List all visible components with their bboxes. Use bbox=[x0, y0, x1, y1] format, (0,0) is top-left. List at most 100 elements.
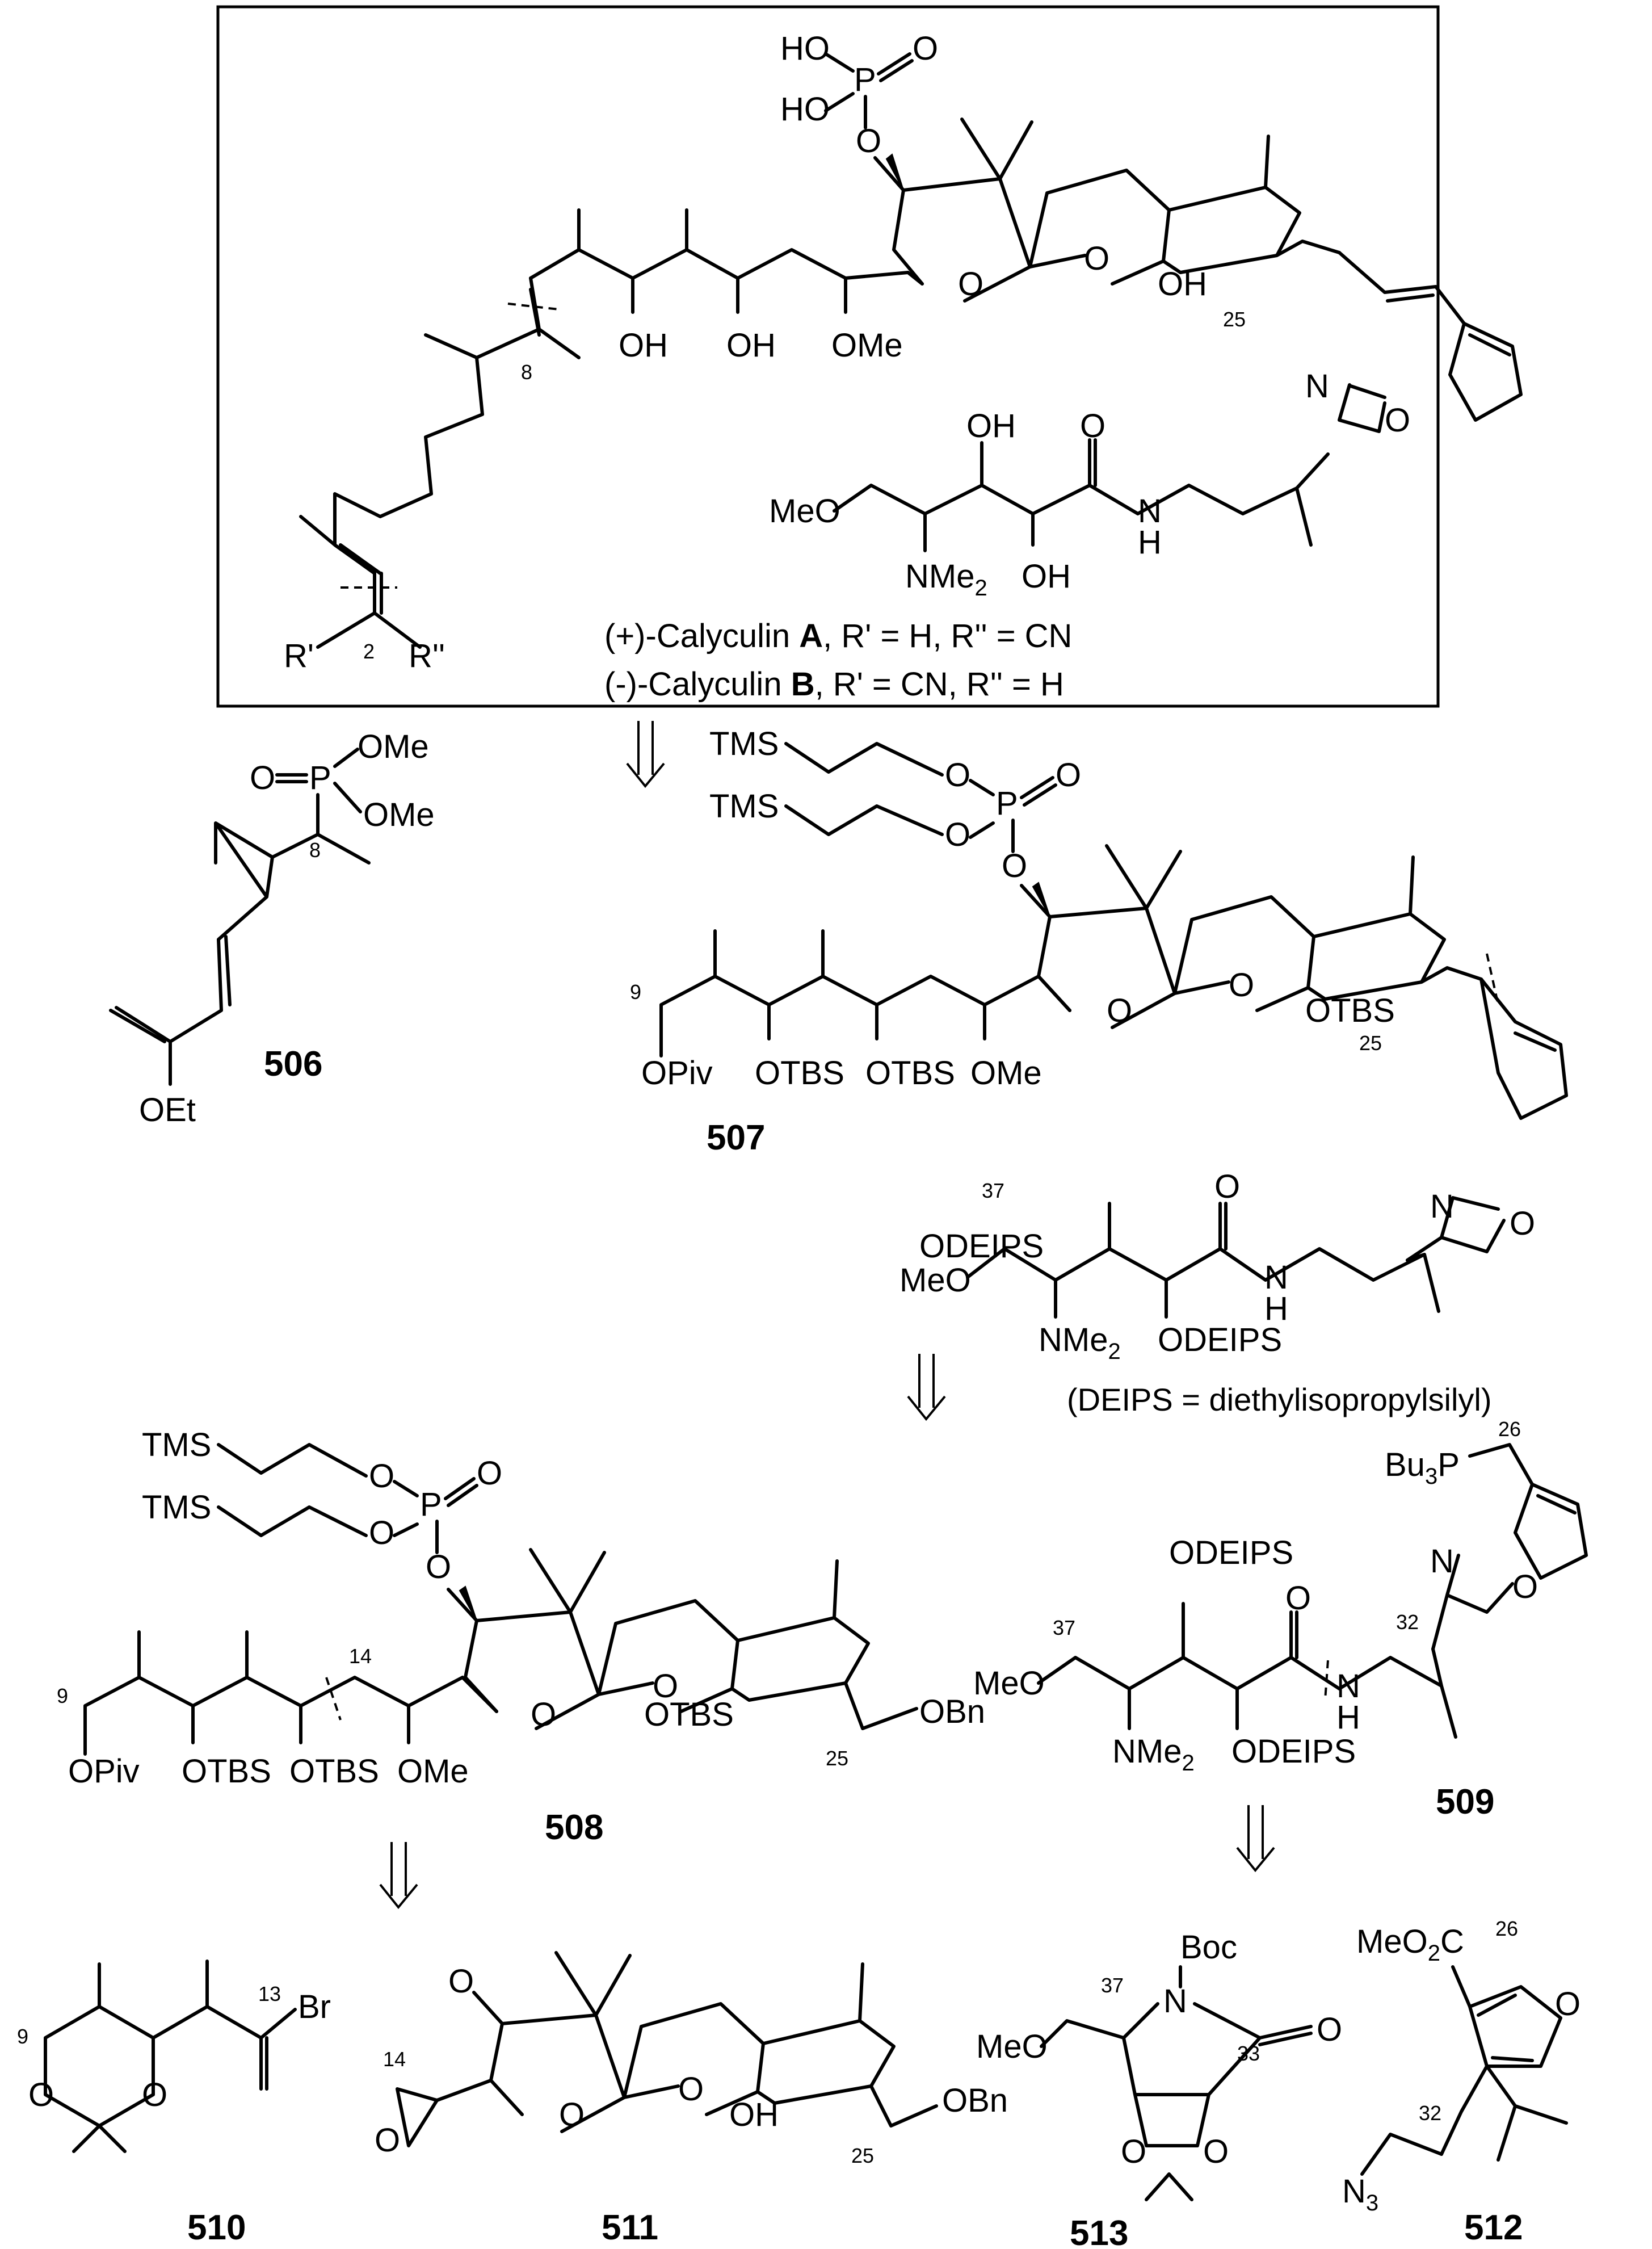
cpd507-p-oxo: O bbox=[1056, 757, 1081, 794]
retro-arrow-4 bbox=[1236, 1805, 1275, 1873]
cpd511-spiro-ring bbox=[623, 1962, 938, 2128]
calyculin-thf-oxygen: O bbox=[958, 266, 983, 303]
cpd512-azide-chain bbox=[1360, 2133, 1443, 2176]
cpd508-main-chain bbox=[83, 1630, 498, 1756]
cpd508-phosphorus: P bbox=[420, 1486, 442, 1523]
cpd507-c9-label: 9 bbox=[630, 980, 641, 1004]
cpd511-epoxide bbox=[396, 2087, 439, 2147]
calyculin-oxazole-n: N bbox=[1305, 368, 1329, 405]
calyculin-oxazole-ring-2 bbox=[1338, 383, 1386, 433]
cpd509-odeips-top: ODEIPS bbox=[1169, 1534, 1293, 1571]
cpd512-c32-label: 32 bbox=[1419, 2101, 1441, 2125]
cpd512-id: 512 bbox=[1464, 2208, 1523, 2247]
calyculin-phosphorus: P bbox=[854, 61, 876, 98]
calyculin-alkene-25 bbox=[1338, 251, 1466, 325]
cpd509-c37-label: 37 bbox=[1053, 1616, 1075, 1639]
cpd508-thf-ring bbox=[447, 1548, 606, 1730]
calyculin-spiro-ring bbox=[1028, 169, 1171, 286]
cpd507-thf-oxygen: O bbox=[1107, 992, 1132, 1029]
cpd508-obn: OBn bbox=[919, 1693, 985, 1730]
cpd508-thf-oxygen: O bbox=[531, 1696, 556, 1733]
compound-511: O O O 14 O OH OBn 25 511 bbox=[375, 1951, 1008, 2247]
cpd506-id: 506 bbox=[264, 1044, 322, 1084]
calyculin-r-double-prime: R'' bbox=[409, 637, 445, 674]
calyculin-r-prime: R' bbox=[284, 637, 314, 674]
cpd511-thf-oxygen: O bbox=[559, 2096, 585, 2133]
target-frame bbox=[216, 5, 1440, 708]
cpd512-azide: N3 bbox=[1342, 2173, 1378, 2216]
cpd507-o-2: O bbox=[945, 816, 970, 853]
cpd507-amide-chain bbox=[966, 1202, 1440, 1319]
cpd508-c9-label: 9 bbox=[57, 1684, 68, 1707]
cpd509-amide-o: O bbox=[1285, 1580, 1311, 1617]
cpd509-oxazole-n: N bbox=[1430, 1543, 1454, 1580]
calyculin-caption-a: (+)-Calyculin A, R' = H, R'' = CN bbox=[604, 618, 1072, 654]
cpd507-spiro-ring bbox=[1173, 855, 1483, 1012]
cpd511-o-top: O bbox=[448, 1963, 474, 2000]
cpd508-opiv: OPiv bbox=[68, 1753, 140, 1790]
cpd507-amide-o: O bbox=[1214, 1168, 1240, 1205]
cpd507-meo: MeO bbox=[899, 1262, 971, 1299]
cpd507-p-o-link: O bbox=[1002, 847, 1027, 884]
cpd512-c26-label: 26 bbox=[1495, 1917, 1518, 1940]
cpd513-lactam-ring bbox=[1040, 1965, 1313, 2201]
cpd506-bonds bbox=[109, 748, 371, 1086]
cpd513-o-2: O bbox=[1203, 2133, 1229, 2170]
calyculin-spiro-oh: OH bbox=[1158, 266, 1207, 303]
cpd511-id: 511 bbox=[602, 2208, 658, 2247]
cpd506-phosphorus: P bbox=[309, 760, 331, 796]
calyculin-oh-2: OH bbox=[726, 327, 776, 364]
cpd507-id: 507 bbox=[707, 1118, 765, 1157]
cpd506-oxo: O bbox=[250, 760, 275, 796]
cpd508-tms-1: TMS bbox=[142, 1426, 211, 1463]
cpd513-c37-label: 37 bbox=[1101, 1974, 1124, 1997]
calyculin-p-o-link: O bbox=[856, 123, 881, 160]
calyculin-nitrile-alkene bbox=[316, 572, 422, 649]
calyculin-caption-b: (-)-Calyculin B, R' = CN, R'' = H bbox=[604, 666, 1064, 703]
calyculin-oh-bottom: OH bbox=[1022, 558, 1071, 595]
cpd507-otbs-1: OTBS bbox=[755, 1055, 844, 1092]
cpd510-c9-label: 9 bbox=[17, 2025, 28, 2048]
cpd509-c32-label: 32 bbox=[1396, 1610, 1419, 1634]
compound-507: TMS TMS O O P O O O O OTBS 25 9 OPiv OTB… bbox=[630, 725, 1568, 1364]
cpd509-oxazole-ring bbox=[1514, 1483, 1588, 1580]
cpd508-otbs-2: OTBS bbox=[289, 1753, 379, 1790]
compound-510: O O Br 9 13 510 bbox=[17, 1960, 331, 2247]
cpd507-c25-label: 25 bbox=[1359, 1031, 1382, 1055]
cpd509-meo: MeO bbox=[973, 1665, 1045, 1702]
cpd507-opiv: OPiv bbox=[641, 1055, 713, 1092]
cpd507-thf-wedge bbox=[1032, 882, 1050, 917]
compound-513: Boc N MeO 37 33 O O O 513 bbox=[976, 1929, 1342, 2249]
calyculin-polyene bbox=[299, 276, 581, 575]
cpd513-boc: Boc bbox=[1180, 1929, 1237, 1966]
cpd511-c25-label: 25 bbox=[851, 2144, 874, 2167]
cpd511-thf-ring bbox=[435, 1951, 632, 2133]
cpd509-id: 509 bbox=[1436, 1782, 1494, 1822]
cpd507-spiro-otbs: OTBS bbox=[1305, 992, 1395, 1029]
cpd510-o-1: O bbox=[28, 2076, 54, 2113]
compound-508: TMS TMS O O P O O O O OTBS OBn 25 9 14 O… bbox=[57, 1426, 985, 1847]
cpd507-o-1: O bbox=[945, 757, 970, 794]
cpd508-spiro-otbs: OTBS bbox=[644, 1696, 734, 1733]
cpd512-furan-ring bbox=[1440, 1965, 1568, 2162]
cpd508-spiro-ring bbox=[597, 1559, 918, 1730]
cpd511-epoxide-o: O bbox=[375, 2122, 400, 2159]
retro-arrow-1 bbox=[626, 721, 665, 788]
cpd507-phosphorus: P bbox=[996, 785, 1018, 822]
retro-arrow-2 bbox=[907, 1354, 946, 1421]
cpd513-id: 513 bbox=[1070, 2214, 1128, 2249]
cpd510-o-2: O bbox=[142, 2076, 167, 2113]
calyculin-c25-label: 25 bbox=[1223, 308, 1246, 331]
cpd509-amide-h: H bbox=[1336, 1699, 1360, 1736]
calyculin-spiro-oxygen: O bbox=[1084, 240, 1109, 277]
cpd508-tms-chains bbox=[217, 1443, 478, 1554]
cpd508-tms-2: TMS bbox=[142, 1489, 211, 1526]
cpd509-amide-n: N bbox=[1336, 1668, 1360, 1705]
calyculin-thf-wedge bbox=[885, 153, 904, 191]
cpd509-oxazole-o: O bbox=[1512, 1568, 1538, 1605]
cpd509-disconnection-amide bbox=[1324, 1660, 1329, 1701]
cpd512-furan-o: O bbox=[1555, 1986, 1580, 2023]
cpd506-ome-2: OMe bbox=[363, 796, 435, 833]
cpd507-tms-chains bbox=[784, 742, 1057, 853]
cpd507-ome: OMe bbox=[970, 1055, 1042, 1092]
